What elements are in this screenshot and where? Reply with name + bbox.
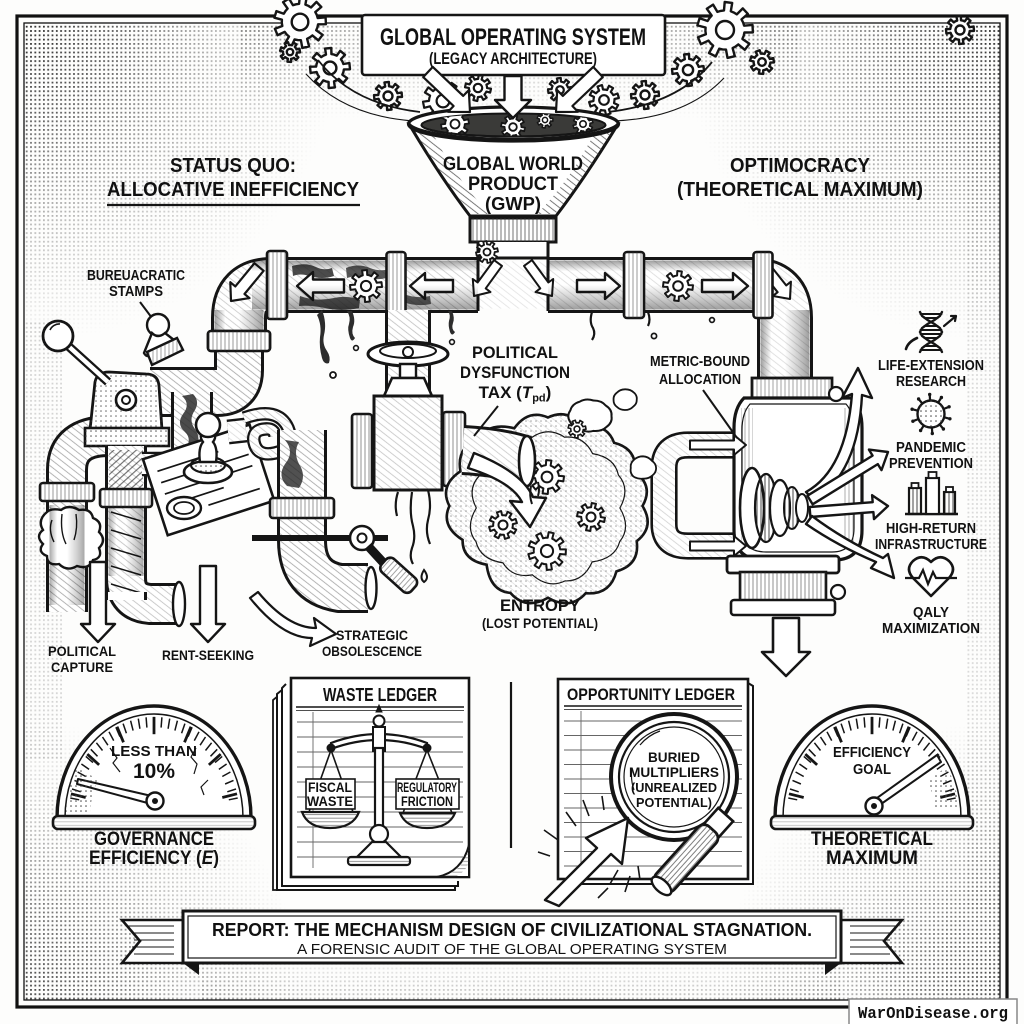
svg-text:MAXIMUM: MAXIMUM	[826, 848, 918, 869]
svg-text:10%: 10%	[133, 760, 175, 783]
svg-text:PREVENTION: PREVENTION	[889, 456, 973, 472]
svg-text:BUREUACRATIC: BUREUACRATIC	[87, 268, 185, 284]
svg-text:WASTE LEDGER: WASTE LEDGER	[323, 685, 437, 705]
svg-text:RENT-SEEKING: RENT-SEEKING	[162, 647, 254, 663]
svg-text:OPTIMOCRACY: OPTIMOCRACY	[730, 155, 871, 177]
svg-text:POLITICAL: POLITICAL	[472, 343, 558, 362]
svg-text:(THEORETICAL MAXIMUM): (THEORETICAL MAXIMUM)	[677, 179, 923, 201]
svg-text:OBSOLESCENCE: OBSOLESCENCE	[322, 643, 422, 659]
svg-text:LIFE-EXTENSION: LIFE-EXTENSION	[878, 358, 984, 374]
svg-text:STATUS QUO:: STATUS QUO:	[170, 155, 296, 177]
svg-text:FRICTION: FRICTION	[401, 794, 453, 809]
svg-text:POTENTIAL): POTENTIAL)	[636, 795, 712, 810]
svg-text:REPORT: THE MECHANISM DESIGN O: REPORT: THE MECHANISM DESIGN OF CIVILIZA…	[212, 920, 812, 940]
svg-text:BURIED: BURIED	[648, 749, 700, 765]
svg-text:STAMPS: STAMPS	[109, 284, 163, 300]
svg-text:GOAL: GOAL	[853, 762, 891, 778]
svg-text:A FORENSIC AUDIT OF THE GLOBAL: A FORENSIC AUDIT OF THE GLOBAL OPERATING…	[297, 942, 727, 958]
svg-text:HIGH-RETURN: HIGH-RETURN	[886, 521, 976, 537]
svg-text:GLOBAL OPERATING SYSTEM: GLOBAL OPERATING SYSTEM	[380, 24, 646, 51]
svg-text:(UNREALIZED: (UNREALIZED	[631, 780, 717, 795]
svg-text:METRIC-BOUND: METRIC-BOUND	[650, 353, 750, 370]
svg-text:(GWP): (GWP)	[485, 194, 541, 214]
svg-text:(LOST POTENTIAL): (LOST POTENTIAL)	[482, 616, 598, 631]
svg-text:ENTROPY: ENTROPY	[500, 597, 580, 615]
svg-text:INFRASTRUCTURE: INFRASTRUCTURE	[875, 537, 987, 553]
svg-text:MAXIMIZATION: MAXIMIZATION	[882, 621, 980, 637]
svg-text:CAPTURE: CAPTURE	[51, 659, 113, 675]
svg-text:GLOBAL WORLD: GLOBAL WORLD	[443, 153, 583, 175]
svg-text:OPPORTUNITY LEDGER: OPPORTUNITY LEDGER	[567, 685, 735, 704]
svg-text:GOVERNANCE: GOVERNANCE	[94, 829, 214, 850]
svg-text:(LEGACY ARCHITECTURE): (LEGACY ARCHITECTURE)	[429, 50, 597, 68]
svg-text:STRATEGIC: STRATEGIC	[336, 627, 408, 643]
svg-text:FISCAL: FISCAL	[308, 780, 352, 795]
svg-text:ALLOCATIVE INEFFICIENCY: ALLOCATIVE INEFFICIENCY	[107, 179, 360, 201]
svg-text:DYSFUNCTION: DYSFUNCTION	[460, 363, 570, 382]
svg-text:RESEARCH: RESEARCH	[896, 374, 966, 390]
svg-text:WarOnDisease.org: WarOnDisease.org	[858, 1005, 1008, 1024]
svg-text:PANDEMIC: PANDEMIC	[896, 440, 966, 456]
svg-text:WASTE: WASTE	[307, 794, 353, 809]
svg-text:QALY: QALY	[913, 605, 949, 621]
svg-text:ALLOCATION: ALLOCATION	[659, 371, 741, 388]
svg-text:EFFICIENCY (E): EFFICIENCY (E)	[89, 848, 219, 869]
svg-text:EFFICIENCY: EFFICIENCY	[833, 745, 911, 761]
svg-text:LESS THAN: LESS THAN	[111, 744, 197, 760]
svg-text:MULTIPLIERS: MULTIPLIERS	[629, 764, 719, 780]
svg-text:REGULATORY: REGULATORY	[397, 780, 457, 795]
svg-text:PRODUCT: PRODUCT	[468, 173, 558, 195]
svg-text:POLITICAL: POLITICAL	[48, 643, 116, 659]
svg-text:THEORETICAL: THEORETICAL	[811, 829, 933, 850]
